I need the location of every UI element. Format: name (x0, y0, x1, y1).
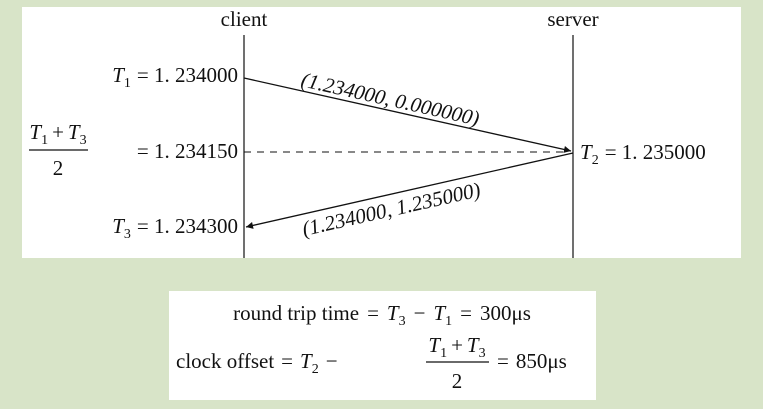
offset-num-b-sub: 3 (479, 346, 486, 361)
mid-num-b: T (68, 120, 81, 144)
response-arrow (245, 152, 574, 229)
rtt-eq2: = (460, 301, 472, 325)
midpoint-label: T1+T3 2 = 1. 234150 (29, 120, 238, 180)
offset-formula: clock offset=T2− T1+T3 2 =850μs (176, 333, 567, 393)
rtt-formula: round trip time=T3−T1=300μs (233, 301, 531, 329)
offset-plus: + (451, 333, 463, 357)
svg-text:clock offset=T2−: clock offset = T2− (176, 349, 338, 377)
offset-label: clock offset (176, 349, 274, 373)
rtt-a: T (387, 301, 400, 325)
t1-value: = 1. 234000 (137, 63, 238, 87)
mid-num-a: T (29, 120, 42, 144)
svg-text:T1= 1. 234000: T1 = 1. 234000 (112, 63, 238, 91)
t1-label: T1 = 1. 234000 (112, 63, 238, 91)
rtt-b: T (433, 301, 446, 325)
t2-symbol: T (580, 140, 593, 164)
rtt-minus: − (414, 301, 426, 325)
rtt-label: round trip time (233, 301, 359, 325)
t3-symbol: T (112, 214, 125, 238)
t3-value: = 1. 234300 (137, 214, 238, 238)
mid-num-b-sub: 3 (80, 133, 87, 148)
t2-subscript: 2 (592, 153, 599, 168)
offset-num-a-sub: 1 (440, 346, 447, 361)
formula-panel (169, 291, 596, 400)
t1-symbol: T (112, 63, 125, 87)
svg-text:T2= 1. 235000: T2 = 1. 235000 (580, 140, 706, 168)
offset-minus: − (326, 349, 338, 373)
diagram-panel (22, 7, 741, 258)
rtt-eq1: = (367, 301, 379, 325)
offset-result: 850μs (516, 349, 567, 373)
mid-plus: + (52, 120, 64, 144)
t1-subscript: 1 (124, 76, 131, 91)
rtt-a-sub: 3 (399, 314, 406, 329)
server-label: server (547, 7, 598, 31)
offset-eq2: = (497, 349, 509, 373)
offset-num-a: T (428, 333, 441, 357)
mid-denominator: 2 (53, 156, 64, 180)
rtt-b-sub: 1 (445, 314, 452, 329)
svg-text:T1+T3: T1+T3 (428, 333, 485, 361)
svg-text:=850μs: = 850μs (497, 349, 567, 373)
offset-num-b: T (467, 333, 480, 357)
offset-a: T (300, 349, 313, 373)
t3-label: T3 = 1. 234300 (112, 214, 238, 242)
svg-text:round trip time=T3−T1=300μs: round trip time=T3−T1=300μs (233, 301, 531, 329)
offset-eq1: = (281, 349, 293, 373)
t2-label: T2 = 1. 235000 (580, 140, 706, 168)
client-label: client (221, 7, 268, 31)
mid-num-a-sub: 1 (41, 133, 48, 148)
t3-subscript: 3 (124, 227, 131, 242)
rtt-result: 300μs (480, 301, 531, 325)
mid-value: = 1. 234150 (137, 139, 238, 163)
svg-text:T1+T3: T1+T3 (29, 120, 86, 148)
svg-text:T3= 1. 234300: T3 = 1. 234300 (112, 214, 238, 242)
request-arrow (243, 77, 572, 153)
t2-value: = 1. 235000 (605, 140, 706, 164)
offset-denominator: 2 (452, 369, 463, 393)
offset-a-sub: 2 (312, 362, 319, 377)
